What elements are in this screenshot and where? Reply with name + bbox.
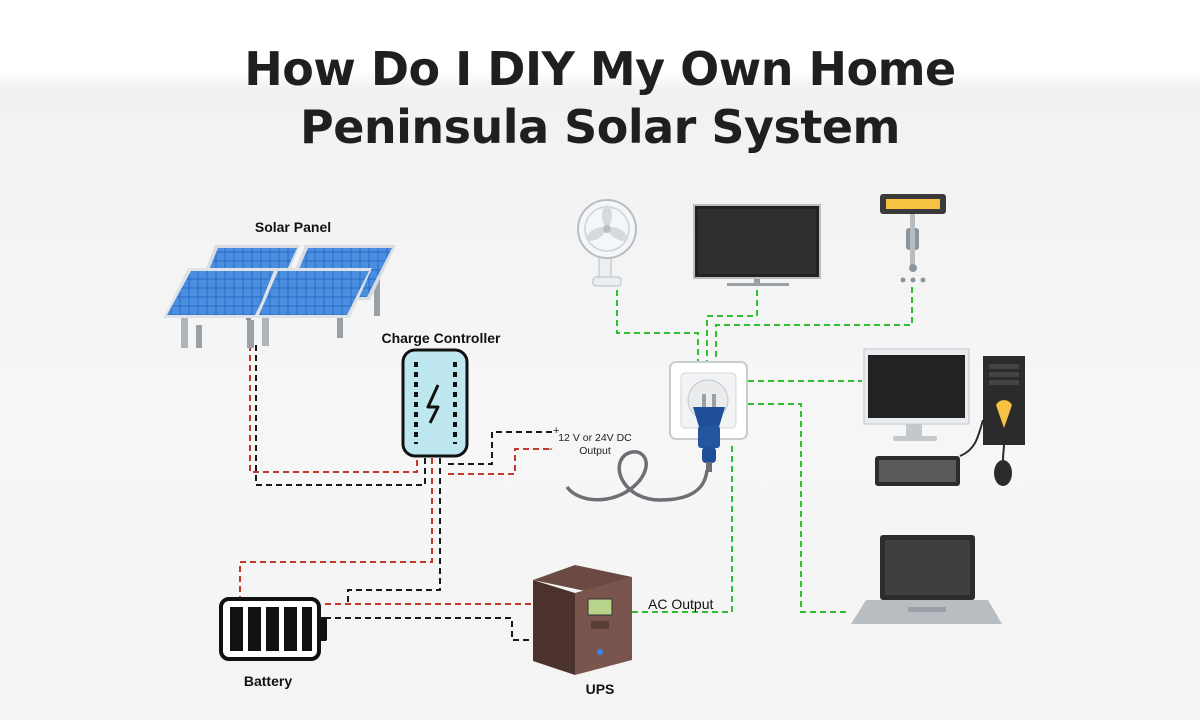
solar-panel-label: Solar Panel: [255, 219, 331, 235]
charge-controller-icon: Charge Controller: [381, 330, 501, 458]
title-line-2: Peninsula Solar System: [300, 100, 900, 154]
ac-wires: [616, 287, 913, 613]
plug-icon: [693, 394, 725, 472]
title-line-1: How Do I DIY My Own Home: [244, 42, 956, 96]
controller-battery-positive-wire: [239, 458, 433, 598]
dc-output-annotation: + - 12 V or 24V DC Output: [549, 425, 632, 457]
solar-panel-front: [163, 268, 372, 348]
ups-socket-ac-wire: [632, 445, 733, 613]
solar-panel-icon: Solar Panel: [163, 219, 396, 348]
tv-socket-wire: [706, 290, 758, 362]
fan-icon: [577, 199, 637, 287]
heater-socket-wire: [715, 287, 913, 362]
desktop-computer-icon: [863, 348, 1025, 486]
ups-icon: UPS: [533, 565, 632, 697]
plug-cable: [565, 450, 709, 502]
laptop-icon: [851, 535, 1002, 624]
heater-icon: [880, 194, 946, 283]
solar-negative-wire: [255, 345, 426, 486]
ups-label: UPS: [586, 681, 615, 697]
battery-icon: Battery: [219, 597, 327, 689]
battery-ups-negative-wire: [325, 617, 533, 641]
tv-icon: [693, 204, 821, 286]
fan-socket-wire: [616, 290, 699, 362]
dc-output-label-line1: 12 V or 24V DC: [558, 432, 632, 444]
dc-output-label-line2: Output: [579, 445, 611, 457]
socket-laptop-wire: [748, 403, 848, 613]
controller-battery-negative-wire: [347, 458, 441, 604]
dc-plus-sign: +: [553, 425, 559, 437]
battery-label: Battery: [244, 673, 292, 689]
ac-output-label: AC Output: [648, 596, 713, 612]
dc-output-positive-wire: [448, 448, 549, 475]
charge-controller-label: Charge Controller: [381, 330, 501, 346]
dc-output-negative-wire: [448, 431, 553, 465]
solar-positive-wire: [249, 345, 418, 473]
dc-wires: [239, 345, 553, 641]
dc-minus-sign: -: [549, 443, 553, 455]
page-title: How Do I DIY My Own Home Peninsula Solar…: [0, 40, 1200, 156]
